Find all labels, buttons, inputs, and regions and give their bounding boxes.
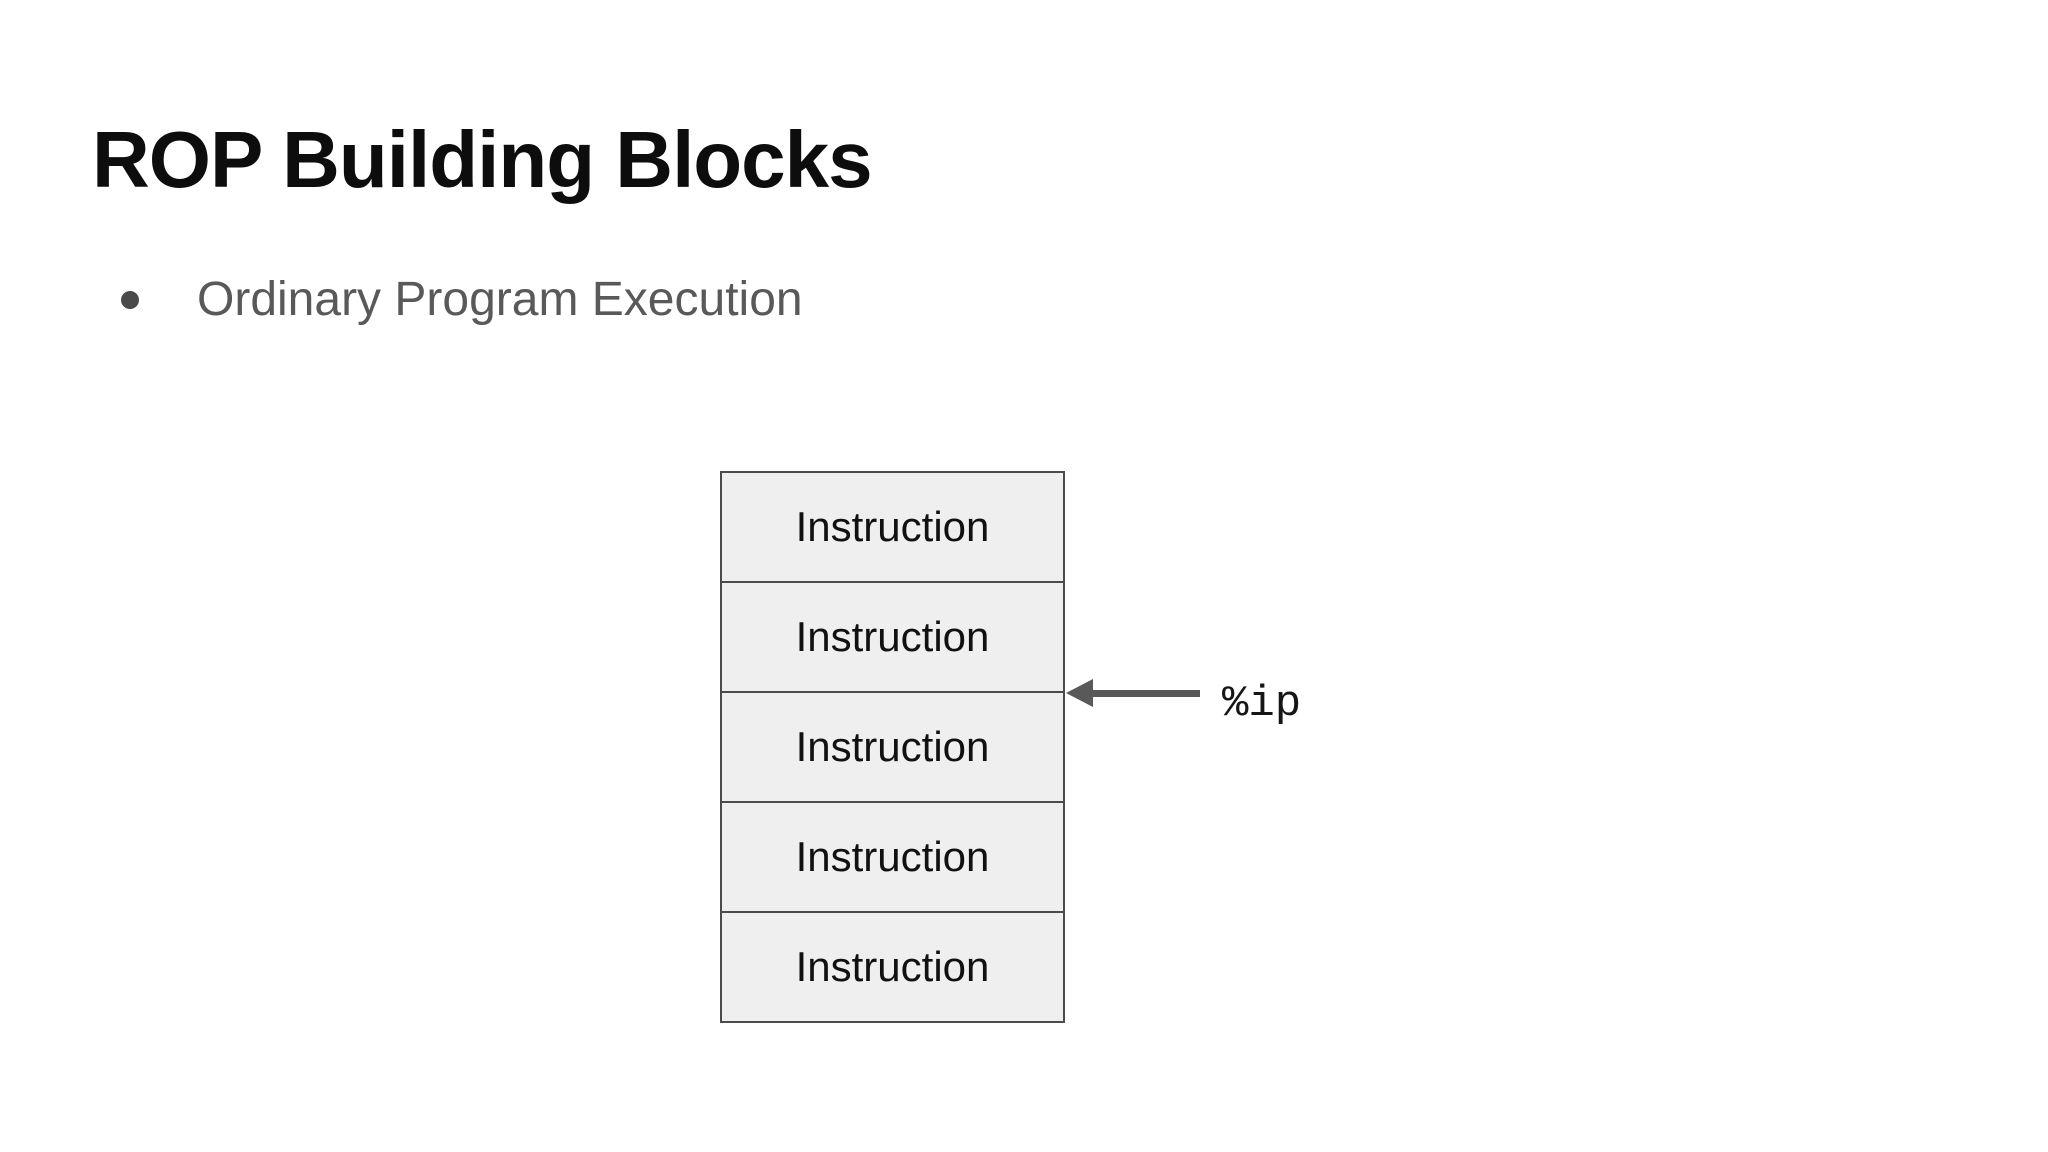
ip-pointer-label: %ip — [1222, 679, 1302, 729]
bullet-item: Ordinary Program Execution — [121, 272, 803, 328]
bullet-dot-icon — [121, 291, 139, 309]
instruction-box: Instruction — [720, 581, 1065, 693]
instruction-box: Instruction — [720, 911, 1065, 1023]
instruction-stack: Instruction Instruction Instruction Inst… — [720, 471, 1065, 1023]
instruction-box: Instruction — [720, 691, 1065, 803]
instruction-box-label: Instruction — [795, 723, 990, 770]
instruction-box-label: Instruction — [795, 503, 990, 550]
ip-pointer-arrow-line — [1090, 690, 1200, 697]
bullet-text: Ordinary Program Execution — [197, 273, 803, 326]
instruction-box: Instruction — [720, 801, 1065, 913]
instruction-box-label: Instruction — [795, 833, 990, 880]
ip-pointer-arrowhead-icon — [1066, 679, 1093, 707]
instruction-box: Instruction — [720, 471, 1065, 583]
instruction-box-label: Instruction — [795, 943, 990, 990]
instruction-box-label: Instruction — [795, 613, 990, 660]
slide-title: ROP Building Blocks — [92, 115, 873, 204]
